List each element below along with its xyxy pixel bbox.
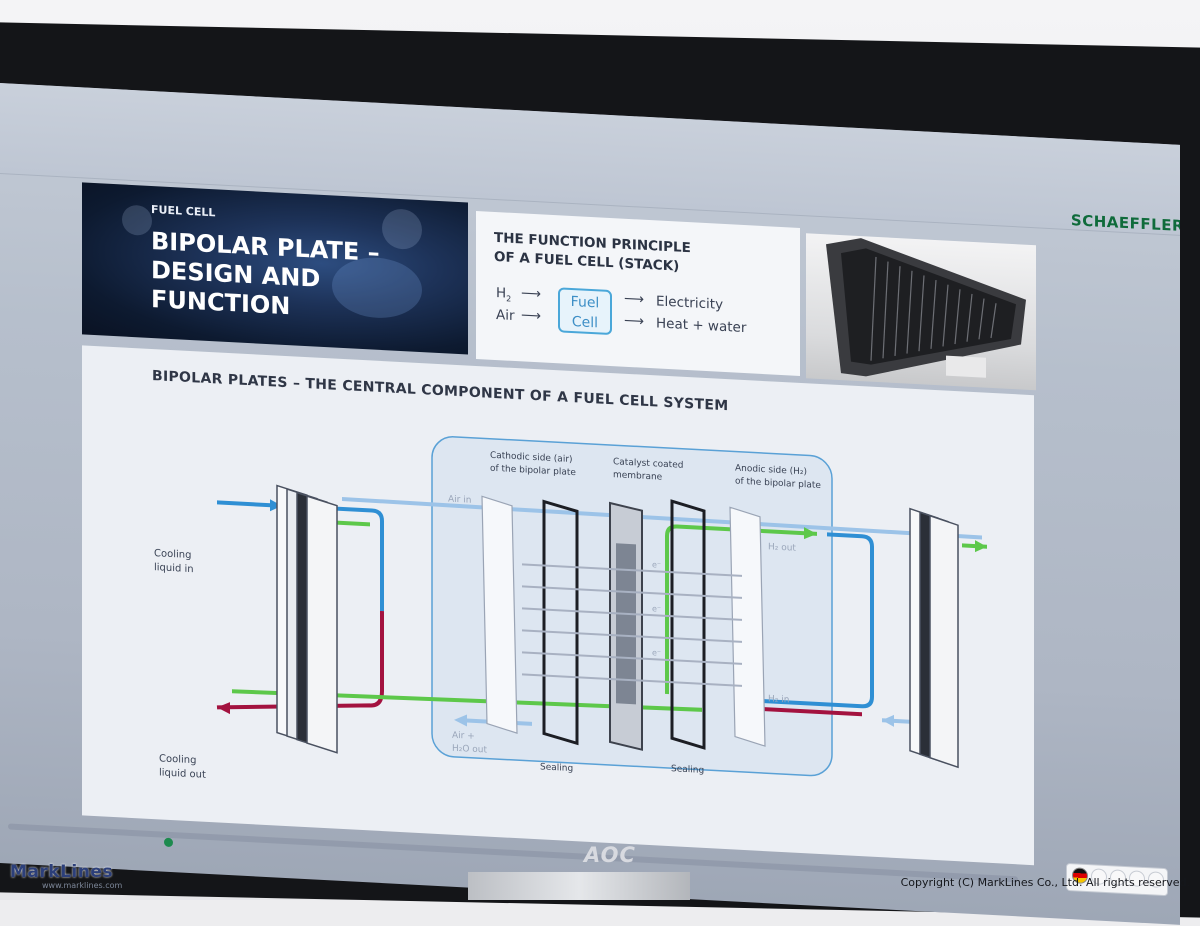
- hero-tag: FUEL CELL: [151, 202, 216, 220]
- function-principle-card: THE FUNCTION PRINCIPLE OF A FUEL CELL (S…: [476, 210, 800, 376]
- fuel-cell-label-1: Fuel: [570, 293, 600, 312]
- air-h2o-out-label-1: Air +: [452, 731, 475, 742]
- output-heat-water: Heat + water: [656, 315, 747, 337]
- cathodic-label-1: Cathodic side (air): [490, 451, 573, 465]
- monitor-screen: SCHAEFFLER FUEL CELL BIPOLAR PLATE – DES…: [0, 82, 1180, 925]
- cooling-right-flow: [762, 532, 874, 709]
- monitor-bezel: SCHAEFFLER FUEL CELL BIPOLAR PLATE – DES…: [0, 22, 1200, 925]
- sealing-label-cathodic: Sealing: [540, 762, 573, 774]
- arrow-right-icon: [975, 540, 987, 553]
- air-h2o-out-label-2: H₂O out: [452, 744, 488, 756]
- input-h2-subscript: 2: [506, 294, 512, 304]
- copyright-notice: Copyright (C) MarkLines Co., Ltd. All ri…: [900, 876, 1190, 889]
- principle-title: THE FUNCTION PRINCIPLE OF A FUEL CELL (S…: [494, 229, 691, 275]
- electron-label: e⁻: [652, 560, 661, 569]
- bubble-decoration: [382, 208, 422, 251]
- cooling-out-label-1: Cooling: [159, 753, 196, 766]
- bipolar-plate-photo: [806, 233, 1036, 391]
- hero-title: BIPOLAR PLATE – DESIGN AND FUNCTION: [151, 226, 380, 321]
- bipolar-plate-image: [826, 238, 1026, 378]
- fuel-cell-box: Fuel Cell: [558, 287, 612, 336]
- video-progress-handle[interactable]: [164, 837, 173, 848]
- electron-flow: [522, 563, 742, 687]
- electron-label: e⁻: [652, 648, 661, 657]
- arrow-left-icon: [454, 714, 467, 727]
- anodic-label-2: of the bipolar plate: [735, 477, 821, 492]
- input-air: Air: [496, 307, 515, 324]
- hero-banner: FUEL CELL BIPOLAR PLATE – DESIGN AND FUN…: [82, 182, 468, 355]
- aoc-logo: AOC: [584, 843, 636, 867]
- bipolar-plate-diagram: Cooling liquid in Cooling liquid out Cat…: [154, 436, 987, 781]
- sealing-label-anodic: Sealing: [671, 764, 704, 776]
- input-h2-symbol: H: [496, 285, 507, 302]
- arrow-right-icon: ⟶: [624, 312, 645, 330]
- marklines-logo: MarkLines: [10, 862, 113, 882]
- h2-in-label: H₂ in: [768, 694, 789, 705]
- left-stack: [276, 484, 338, 754]
- anodic-plate: [729, 506, 766, 747]
- bubble-decoration: [122, 204, 152, 237]
- cooling-in-label-1: Cooling: [154, 548, 191, 561]
- h2-out-label: H₂ out: [768, 542, 796, 553]
- cathodic-label-2: of the bipolar plate: [490, 464, 576, 479]
- membrane-active-area: [616, 543, 636, 705]
- catalyst-label-1: Catalyst coated: [613, 457, 683, 471]
- electron-label: e⁻: [652, 604, 661, 613]
- arrow-left-icon: [882, 714, 894, 727]
- h2-out-flow: [665, 524, 817, 695]
- output-electricity: Electricity: [656, 293, 724, 313]
- cathodic-plate: [481, 495, 518, 734]
- fuel-cell-label-2: Cell: [571, 314, 599, 332]
- air-in-label: Air in: [448, 495, 471, 506]
- cooling-out-label-2: liquid out: [159, 767, 206, 780]
- marklines-url: www.marklines.com: [42, 881, 123, 890]
- diagram-panel: BIPOLAR PLATES – THE CENTRAL COMPONENT O…: [82, 345, 1034, 866]
- cooling-out-flow: [216, 610, 384, 710]
- cooling-in-flow: [217, 500, 384, 612]
- arrow-right-icon: ⟶: [521, 307, 542, 325]
- cooling-in-label-2: liquid in: [154, 562, 194, 575]
- catalyst-label-2: membrane: [613, 470, 663, 483]
- monitor-stand: [468, 872, 690, 900]
- anodic-label-1: Anodic side (H₂): [735, 464, 807, 478]
- arrow-right-icon: ⟶: [624, 290, 645, 308]
- input-h2: H2: [496, 285, 511, 303]
- arrow-right-icon: ⟶: [521, 285, 542, 303]
- right-stack: [909, 507, 959, 769]
- cooling-right-return: [762, 706, 862, 717]
- arrow-right-icon: [270, 499, 282, 512]
- cathodic-seal: [542, 499, 579, 746]
- air-in-flow: [341, 496, 983, 540]
- arrow-right-icon: [804, 527, 817, 540]
- arrow-left-icon: [217, 702, 230, 715]
